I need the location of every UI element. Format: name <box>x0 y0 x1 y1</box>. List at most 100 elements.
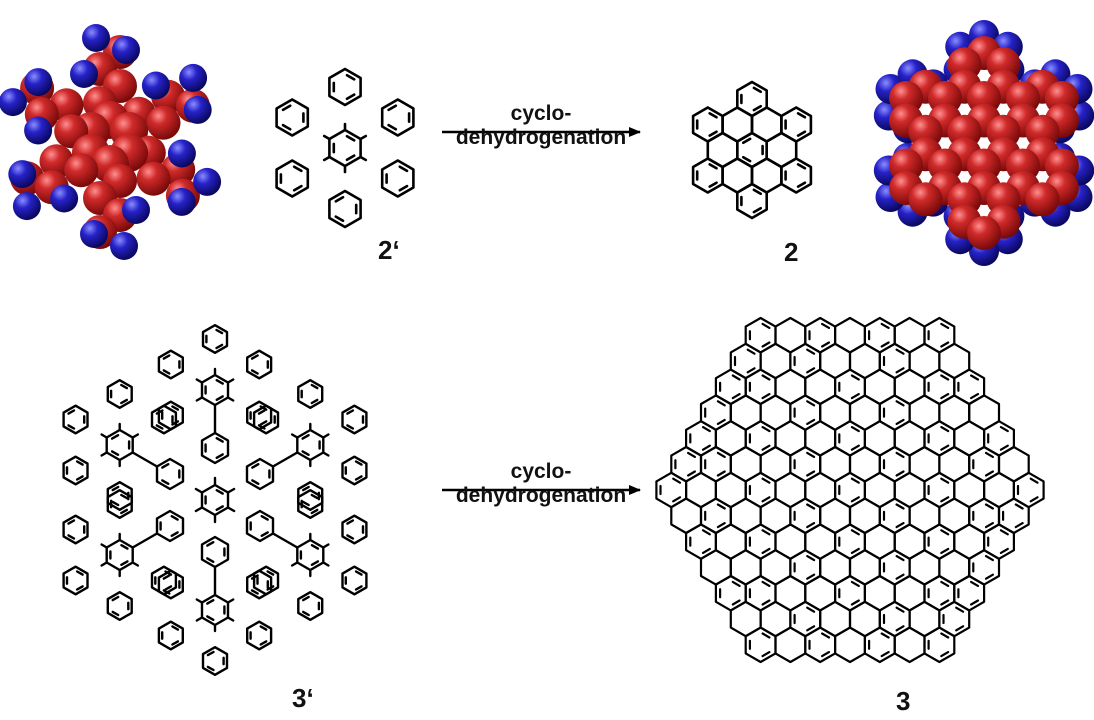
bond <box>271 532 299 549</box>
peripheral-phenyl-ring <box>341 514 368 545</box>
hydrogen-atom <box>141 71 170 100</box>
peripheral-phenyl-ring <box>106 481 133 511</box>
bond <box>290 561 299 567</box>
carbon-atom <box>64 153 99 188</box>
bond <box>226 378 235 384</box>
space-filling-model-hexaphenylbenzene <box>0 24 222 260</box>
carbon-atom <box>146 105 181 140</box>
bond <box>194 487 204 494</box>
bond <box>322 561 330 567</box>
peripheral-phenyl-ring <box>297 481 324 511</box>
hexaphenylbenzene-structure <box>275 67 415 229</box>
bond <box>195 598 204 604</box>
bond <box>100 451 108 457</box>
hydrogen-atom <box>12 192 41 221</box>
carbon-atom <box>1025 182 1060 217</box>
nanographene-C222-structure <box>655 316 1045 664</box>
branch-core-ring <box>105 428 134 462</box>
bond <box>271 451 299 468</box>
hydrogen-atom <box>70 60 98 88</box>
bond <box>359 155 368 162</box>
peripheral-phenyl-ring <box>157 400 185 431</box>
phenyl-ring <box>380 159 415 198</box>
rim-benzo-ring <box>1012 471 1045 509</box>
linker-phenylene-ring <box>155 457 185 491</box>
peripheral-phenyl-ring <box>341 455 368 486</box>
hydrogen-atom <box>0 88 27 117</box>
arrow-2-label-line2: dehydrogenation <box>455 484 627 507</box>
hydrogen-atom <box>112 36 140 64</box>
hydrogen-atom <box>122 196 150 224</box>
peripheral-phenyl-ring <box>62 455 89 486</box>
benzo-ring <box>735 182 769 220</box>
bond <box>359 134 368 141</box>
peripheral-phenyl-ring <box>157 349 185 380</box>
peripheral-phenyl-ring <box>297 379 324 409</box>
hydrogen-atom <box>110 232 138 260</box>
arrow-2-label: cyclo- dehydrogenation <box>441 460 641 508</box>
peripheral-phenyl-ring <box>245 620 273 651</box>
arrow-1-label: cyclo- dehydrogenation <box>441 102 641 150</box>
hydrogen-atom <box>50 184 79 213</box>
hydrogen-atom <box>183 95 212 124</box>
benzo-ring <box>780 157 813 194</box>
peripheral-phenyl-ring <box>341 404 368 435</box>
hydrogen-atom <box>167 139 196 168</box>
peripheral-phenyl-ring <box>201 646 229 676</box>
phenyl-ring <box>328 189 362 229</box>
compound-label-3-prime: 3‘ <box>292 683 314 713</box>
linker-phenylene-ring <box>155 509 185 543</box>
bond <box>226 598 235 604</box>
branch-core-ring <box>200 373 230 407</box>
benzo-ring <box>691 157 724 194</box>
bond <box>131 561 140 567</box>
peripheral-phenyl-ring <box>341 565 368 596</box>
dendritic-polyphenylene-structure <box>62 324 368 676</box>
hydrogen-atom <box>82 24 110 52</box>
arrow-2-label-line1: cyclo- <box>510 460 572 483</box>
branch-core-ring <box>296 538 325 572</box>
peripheral-phenyl-ring <box>106 591 133 621</box>
linker-phenylene-ring <box>245 509 275 543</box>
carbon-atom <box>908 182 943 217</box>
arrow-1-label-line2: dehydrogenation <box>455 126 627 149</box>
peripheral-phenyl-ring <box>157 620 185 651</box>
branch-core-ring <box>105 538 134 572</box>
benzo-ring <box>780 106 813 143</box>
bond <box>322 134 331 141</box>
core-benzene-ring <box>200 483 230 517</box>
branch-core-ring <box>296 428 325 462</box>
bond <box>195 396 204 402</box>
bond <box>226 506 236 513</box>
phenyl-ring <box>275 98 310 137</box>
benzo-ring <box>735 80 769 118</box>
peripheral-phenyl-ring <box>252 404 280 435</box>
peripheral-phenyl-ring <box>297 591 324 621</box>
linker-phenylene-ring <box>200 431 230 465</box>
linker-phenylene-ring <box>245 457 275 491</box>
bond <box>100 433 108 439</box>
hydrogen-atom <box>24 68 53 97</box>
bond <box>131 433 140 439</box>
hydrogen-atom <box>80 220 108 248</box>
bond <box>100 561 108 567</box>
bond <box>226 396 235 402</box>
linker-phenylene-ring <box>200 535 230 569</box>
phenyl-ring <box>328 67 362 107</box>
bond <box>226 616 235 622</box>
bond <box>322 155 331 162</box>
hexabenzocoronene-structure <box>691 80 813 220</box>
hydrogen-atom <box>24 116 53 145</box>
hydrogen-atom <box>8 160 37 189</box>
bond <box>226 487 236 494</box>
peripheral-phenyl-ring <box>245 569 273 600</box>
peripheral-phenyl-ring <box>106 379 133 409</box>
central-benzene-ring <box>328 128 362 168</box>
hydrogen-atom <box>179 63 208 92</box>
bond <box>195 378 204 384</box>
peripheral-phenyl-ring <box>201 324 229 354</box>
bond <box>195 616 204 622</box>
carbon-atom <box>136 161 171 196</box>
peripheral-phenyl-ring <box>150 565 178 596</box>
